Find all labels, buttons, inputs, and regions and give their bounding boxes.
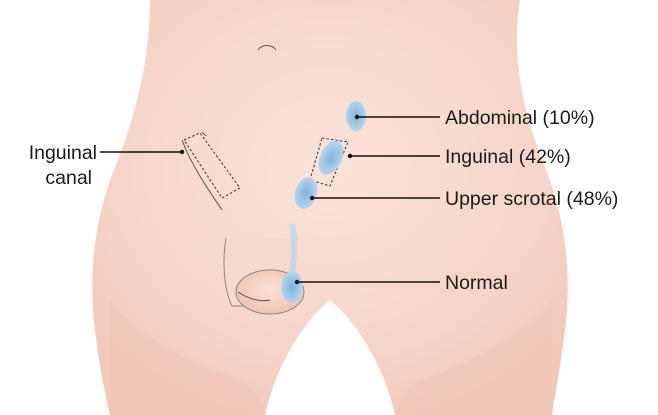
label-upper-scrotal: Upper scrotal (48%)	[445, 188, 618, 210]
label-inguinal-canal-line1: Inguinal	[29, 142, 97, 164]
spermatic-cord-trail	[292, 224, 294, 275]
label-normal: Normal	[445, 272, 508, 294]
label-inguinal-canal-line2: canal	[45, 167, 92, 189]
normal-testis	[281, 271, 303, 303]
label-abdominal: Abdominal (10%)	[445, 107, 595, 129]
label-inguinal: Inguinal (42%)	[445, 146, 571, 168]
